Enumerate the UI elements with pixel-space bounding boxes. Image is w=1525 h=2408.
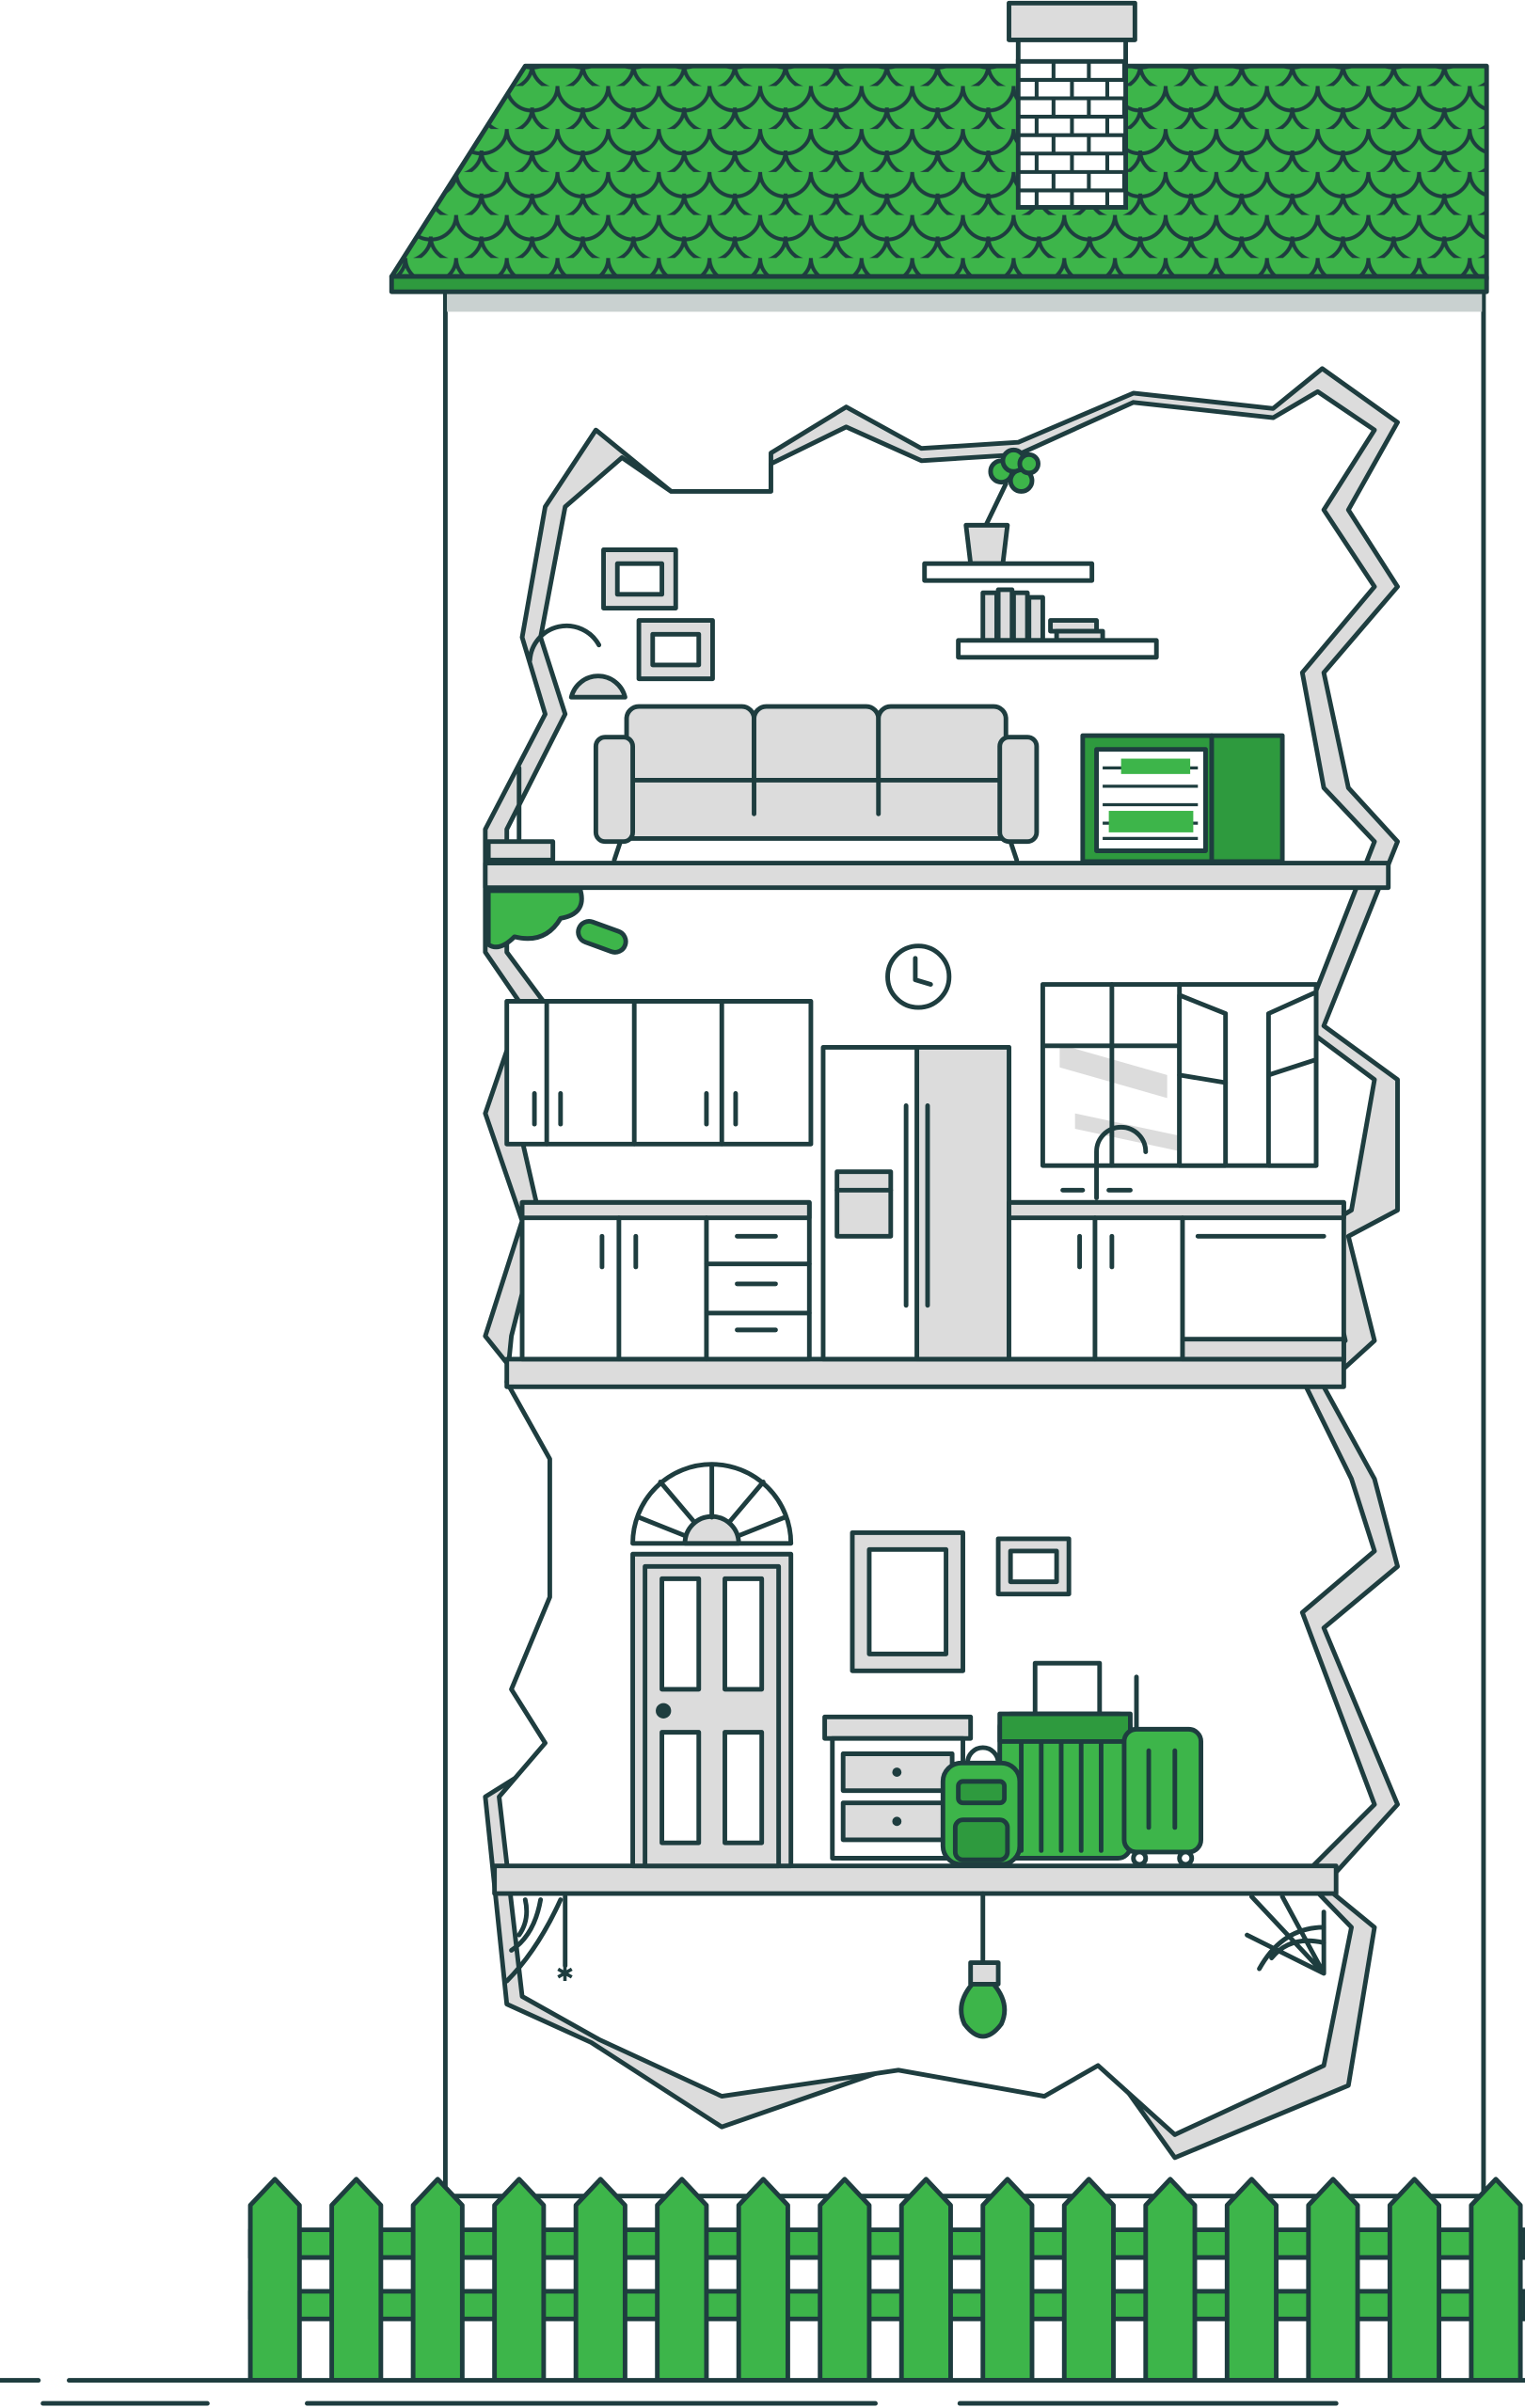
roof — [389, 58, 1489, 294]
fence-picket — [329, 2177, 384, 2384]
small-suitcase — [1121, 1674, 1204, 1867]
ground-lines — [0, 2378, 1525, 2406]
picture-frame — [636, 618, 715, 682]
fence-picket — [1306, 2177, 1360, 2384]
fence-picket — [1143, 2177, 1198, 2384]
fence-picket — [1061, 2177, 1116, 2384]
fence-picket — [736, 2177, 790, 2384]
spider-web — [504, 1893, 568, 1984]
lower-cabinets — [519, 1199, 1346, 1362]
upper-cabinets — [504, 999, 814, 1147]
sofa — [593, 704, 1040, 863]
fence-picket — [1224, 2177, 1279, 2384]
wall-shelf — [956, 638, 1159, 660]
entry-hall — [630, 1462, 1204, 1869]
fence-picket — [247, 2177, 302, 2384]
picture-frame — [601, 547, 678, 610]
fence-picket — [980, 2177, 1035, 2384]
living-room — [485, 447, 1285, 864]
basement: ✱ — [504, 1891, 1326, 2039]
fence — [247, 2177, 1525, 2384]
suitcase — [997, 1660, 1133, 1861]
dresser — [822, 1714, 974, 1861]
picture-frame — [995, 1536, 1072, 1597]
kitchen-window — [1040, 982, 1319, 1168]
fence-picket — [1469, 2177, 1523, 2384]
fence-picket — [655, 2177, 709, 2384]
mirror-frame — [850, 1529, 965, 1673]
fence-picket — [492, 2177, 547, 2384]
wall-clock — [885, 943, 952, 1010]
spider-web — [1245, 1893, 1326, 1976]
fence-picket — [818, 2177, 872, 2384]
fence-picket — [1387, 2177, 1442, 2384]
door-transom — [630, 1462, 794, 1546]
spider-icon: ✱ — [556, 1961, 574, 1986]
bookcase — [1080, 733, 1285, 864]
floor-slabs — [483, 861, 1391, 1896]
chimney-outline — [1015, 58, 1129, 210]
refrigerator — [820, 1045, 1011, 1362]
kitchen — [504, 943, 1346, 1362]
fence-picket — [410, 2177, 465, 2384]
fence-picket — [898, 2177, 953, 2384]
fence-picket — [573, 2177, 627, 2384]
faucet — [1060, 1124, 1149, 1200]
wall-shelf — [922, 561, 1095, 583]
mold-stain — [485, 888, 628, 955]
light-bulb — [959, 1891, 1008, 2039]
backpack — [940, 1745, 1023, 1867]
front-door — [630, 1551, 794, 1869]
floor-lamp — [485, 623, 627, 863]
